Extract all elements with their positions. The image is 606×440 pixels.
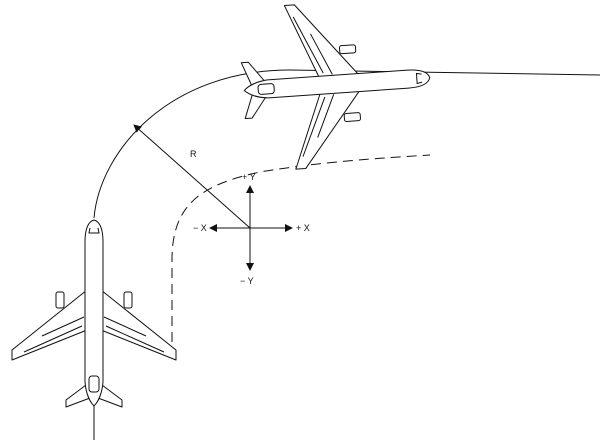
- minus-x-label: − X: [193, 223, 207, 233]
- minus-y-label: − Y: [240, 276, 254, 286]
- wingtip-turn-path: [171, 154, 431, 358]
- left-flap-lines: [292, 16, 333, 75]
- right-engine: [343, 112, 361, 122]
- left-engine: [338, 44, 357, 55]
- right-wing: [295, 88, 361, 170]
- tail-engine: [257, 83, 275, 95]
- left-flap-lines: [23, 316, 85, 353]
- right-engine: [123, 291, 133, 309]
- fuselage: [243, 69, 431, 99]
- fuselage: [84, 219, 104, 407]
- right-flap-lines: [103, 316, 165, 353]
- tail-engine: [88, 375, 100, 393]
- cockpit-windows: [88, 227, 100, 234]
- left-wing: [283, 4, 360, 79]
- cockpit-windows: [415, 72, 423, 85]
- airplane-start-position: [11, 219, 177, 440]
- right-flap-lines: [302, 94, 335, 157]
- axis-cross: [209, 185, 293, 271]
- right-wing: [100, 289, 177, 361]
- left-wing: [11, 289, 88, 361]
- radius-line: [133, 124, 251, 229]
- nose-turn-path: [93, 69, 601, 219]
- left-engine: [55, 291, 65, 309]
- plus-x-label: + X: [296, 223, 310, 233]
- airplane-end-position: [240, 4, 431, 170]
- plus-y-label: + Y: [242, 172, 256, 182]
- radius-label: R: [190, 149, 197, 159]
